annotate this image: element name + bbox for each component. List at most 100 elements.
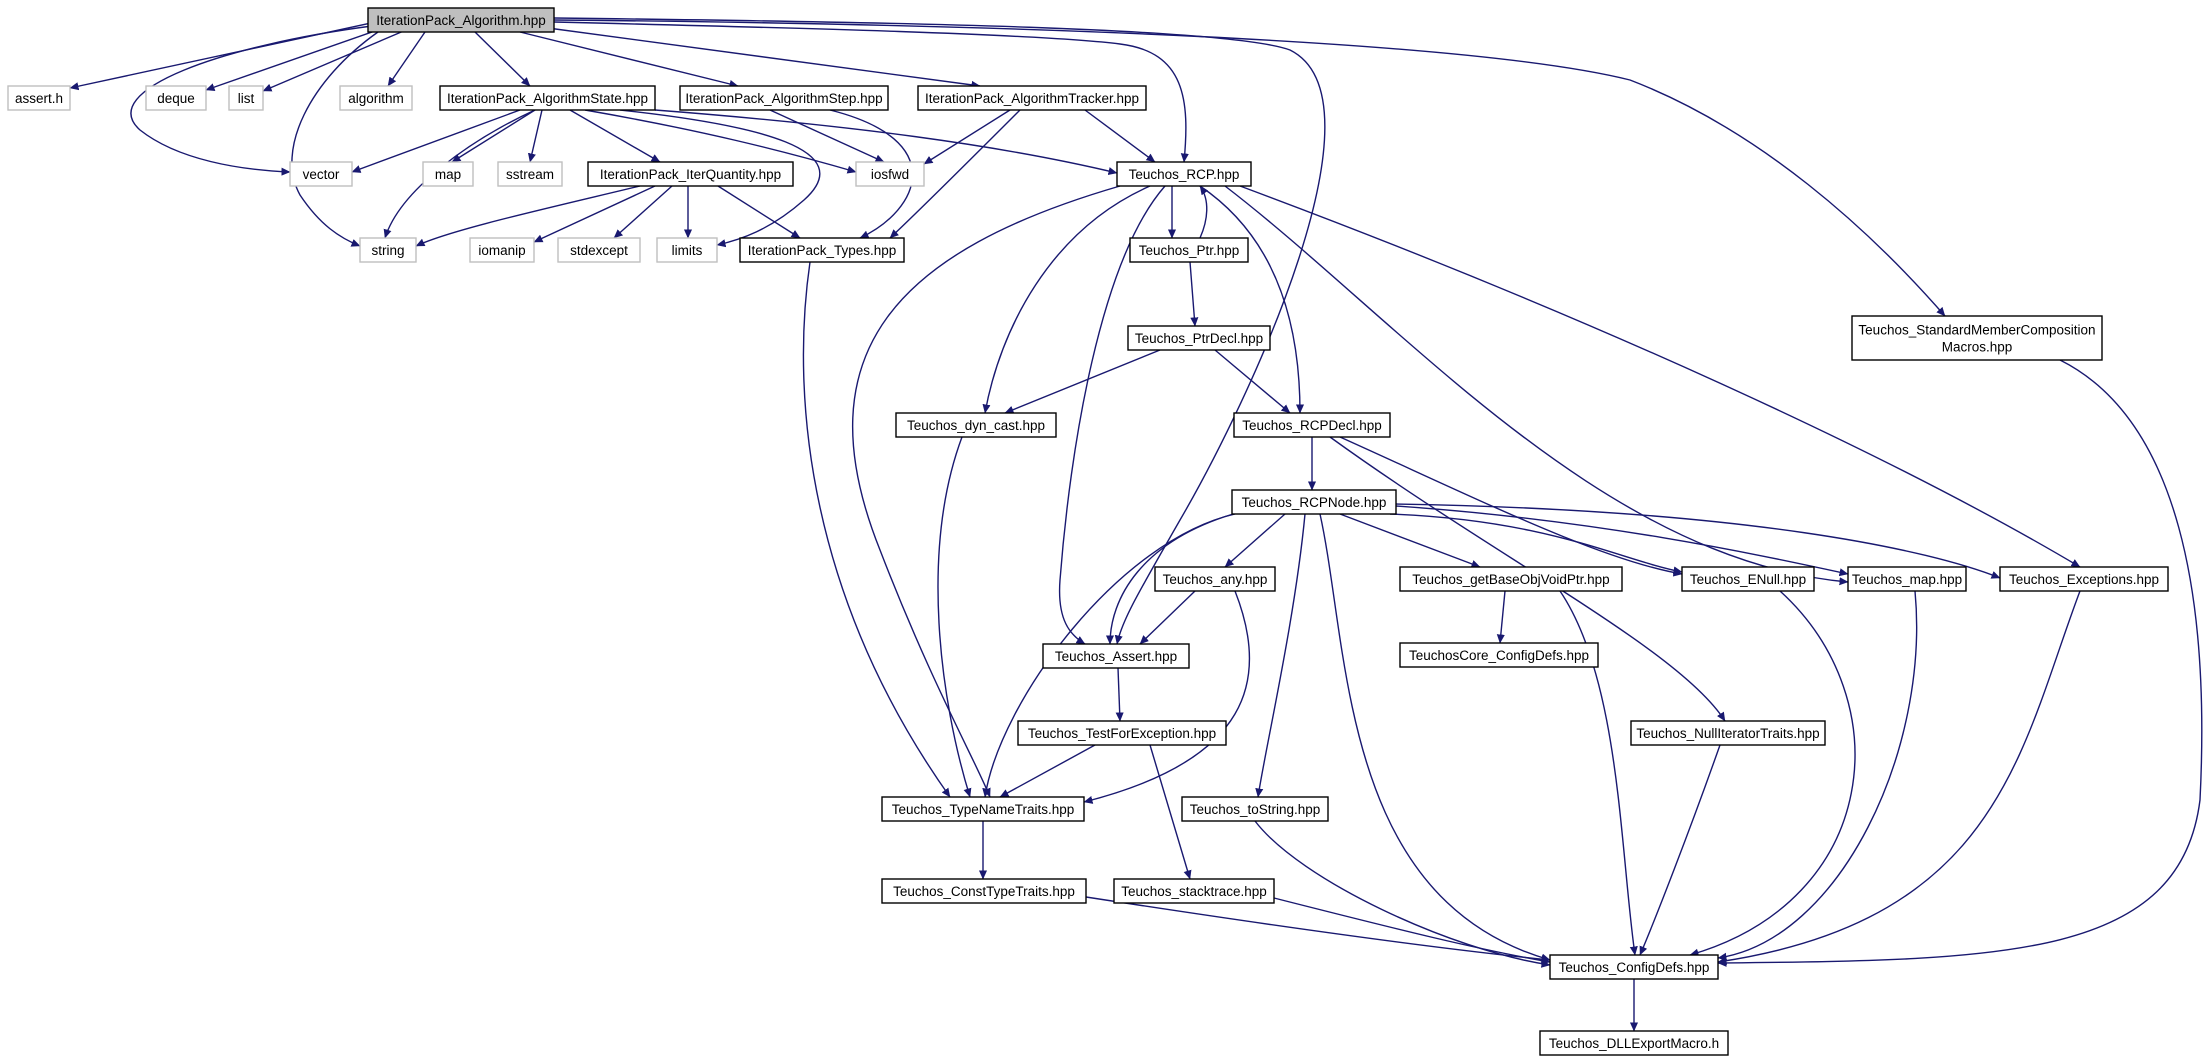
node-label: IterationPack_Algorithm.hpp bbox=[376, 13, 546, 28]
edge-rcpnode-to-getbase bbox=[1339, 513, 1481, 568]
node-assert[interactable]: Teuchos_Assert.hpp bbox=[1042, 643, 1190, 669]
node-tmap[interactable]: Teuchos_map.hpp bbox=[1847, 566, 1967, 592]
node-label: IterationPack_AlgorithmState.hpp bbox=[447, 91, 648, 106]
node-label: string bbox=[371, 243, 404, 258]
node-label: sstream bbox=[506, 167, 554, 182]
node-step[interactable]: IterationPack_AlgorithmStep.hpp bbox=[679, 85, 889, 111]
node-box bbox=[1999, 566, 2169, 592]
node-label: TeuchosCore_ConfigDefs.hpp bbox=[1409, 648, 1589, 663]
node-ptrdecl[interactable]: Teuchos_PtrDecl.hpp bbox=[1127, 325, 1271, 351]
node-label: IterationPack_Types.hpp bbox=[748, 243, 897, 258]
node-box bbox=[587, 161, 794, 187]
edge-stacktrace-to-configdefs bbox=[1273, 897, 1551, 965]
node-rcp[interactable]: Teuchos_RCP.hpp bbox=[1116, 161, 1252, 187]
node-iosfwd: iosfwd bbox=[855, 161, 925, 187]
node-label: Teuchos_Ptr.hpp bbox=[1139, 243, 1240, 258]
node-tracker[interactable]: IterationPack_AlgorithmTracker.hpp bbox=[917, 85, 1147, 111]
edge-root-to-assert bbox=[553, 17, 1326, 645]
node-any[interactable]: Teuchos_any.hpp bbox=[1154, 566, 1276, 592]
node-deque: deque bbox=[145, 85, 207, 111]
node-box bbox=[145, 85, 207, 111]
edge-state-to-limits bbox=[619, 109, 821, 248]
node-label: algorithm bbox=[348, 91, 404, 106]
edge-state-to-sstream bbox=[527, 109, 543, 163]
node-label: Teuchos_RCPNode.hpp bbox=[1242, 495, 1387, 510]
edge-tmap-to-configdefs bbox=[1717, 590, 1918, 961]
node-tostring[interactable]: Teuchos_toString.hpp bbox=[1181, 796, 1329, 822]
node-label: Teuchos_NullIteratorTraits.hpp bbox=[1636, 726, 1819, 741]
edge-root-to-tracker bbox=[547, 27, 981, 89]
node-typename[interactable]: Teuchos_TypeNameTraits.hpp bbox=[881, 796, 1085, 822]
node-assert_h: assert.h bbox=[7, 85, 71, 111]
edge-any-to-typename bbox=[1083, 590, 1251, 804]
node-box bbox=[1129, 237, 1249, 263]
edge-rcpnode-to-tostring bbox=[1255, 513, 1306, 798]
node-box bbox=[359, 237, 417, 263]
node-getbase[interactable]: Teuchos_getBaseObjVoidPtr.hpp bbox=[1399, 566, 1623, 592]
node-consttype[interactable]: Teuchos_ConstTypeTraits.hpp bbox=[881, 878, 1087, 904]
node-label: IterationPack_AlgorithmStep.hpp bbox=[685, 91, 882, 106]
node-box bbox=[1549, 954, 1719, 980]
node-dyncast[interactable]: Teuchos_dyn_cast.hpp bbox=[895, 412, 1057, 438]
node-enull[interactable]: Teuchos_ENull.hpp bbox=[1681, 566, 1815, 592]
node-types[interactable]: IterationPack_Types.hpp bbox=[739, 237, 905, 263]
node-box bbox=[1399, 566, 1623, 592]
edge-state-to-map bbox=[451, 109, 536, 163]
edge-root-to-list bbox=[262, 29, 407, 92]
edge-assert-to-testexc bbox=[1115, 667, 1124, 722]
edge-rcpdecl-to-nulliter bbox=[1329, 436, 1726, 722]
node-box bbox=[917, 85, 1147, 111]
node-box bbox=[1181, 796, 1329, 822]
edge-rcp-to-rcpdecl bbox=[1199, 185, 1305, 414]
edge-rcp-to-typename bbox=[851, 185, 1121, 798]
node-box bbox=[1399, 642, 1599, 668]
edge-root-to-smcm bbox=[553, 19, 1946, 317]
node-nulliter[interactable]: Teuchos_NullIteratorTraits.hpp bbox=[1630, 720, 1826, 746]
edge-tracker-to-rcp bbox=[1084, 109, 1156, 163]
node-smcm[interactable]: Teuchos_StandardMemberCompositionMacros.… bbox=[1851, 315, 2103, 361]
node-testexc[interactable]: Teuchos_TestForException.hpp bbox=[1017, 720, 1227, 746]
node-rcpdecl[interactable]: Teuchos_RCPDecl.hpp bbox=[1233, 412, 1391, 438]
node-list: list bbox=[228, 85, 264, 111]
node-configdefs[interactable]: Teuchos_ConfigDefs.hpp bbox=[1549, 954, 1719, 980]
node-ptr[interactable]: Teuchos_Ptr.hpp bbox=[1129, 237, 1249, 263]
node-label: Teuchos_toString.hpp bbox=[1190, 802, 1321, 817]
edge-nulliter-to-configdefs bbox=[1639, 744, 1721, 956]
node-label: Teuchos_any.hpp bbox=[1163, 572, 1268, 587]
node-dllexport[interactable]: Teuchos_DLLExportMacro.h bbox=[1539, 1030, 1729, 1056]
edge-ptrdecl-to-rcpdecl bbox=[1214, 349, 1291, 414]
node-stdexcept: stdexcept bbox=[557, 237, 641, 263]
node-label: Teuchos_Assert.hpp bbox=[1055, 649, 1177, 664]
node-iterq[interactable]: IterationPack_IterQuantity.hpp bbox=[587, 161, 794, 187]
edge-rcpnode-to-any bbox=[1224, 513, 1286, 568]
node-box bbox=[895, 412, 1057, 438]
node-stacktrace[interactable]: Teuchos_stacktrace.hpp bbox=[1113, 878, 1275, 904]
node-box bbox=[1233, 412, 1391, 438]
node-box bbox=[1847, 566, 1967, 592]
node-rcpnode[interactable]: Teuchos_RCPNode.hpp bbox=[1231, 489, 1397, 515]
node-label: assert.h bbox=[15, 91, 63, 106]
node-coreconfig[interactable]: TeuchosCore_ConfigDefs.hpp bbox=[1399, 642, 1599, 668]
edge-root-to-deque bbox=[205, 23, 396, 92]
node-root[interactable]: IterationPack_Algorithm.hpp bbox=[367, 7, 555, 33]
edge-root-to-string bbox=[291, 31, 379, 247]
edge-getbase-to-configdefs bbox=[1559, 590, 1638, 956]
node-box bbox=[1017, 720, 1227, 746]
edge-rcpnode-to-enull bbox=[1389, 513, 1683, 575]
edge-step-to-iosfwd bbox=[769, 109, 885, 163]
node-exceptions[interactable]: Teuchos_Exceptions.hpp bbox=[1999, 566, 2169, 592]
node-box bbox=[1539, 1030, 1729, 1056]
edge-dyncast-to-typename bbox=[937, 436, 972, 798]
node-box bbox=[469, 237, 535, 263]
node-label: IterationPack_AlgorithmTracker.hpp bbox=[925, 91, 1139, 106]
node-label: stdexcept bbox=[570, 243, 628, 258]
node-label: Teuchos_getBaseObjVoidPtr.hpp bbox=[1412, 572, 1609, 587]
node-state[interactable]: IterationPack_AlgorithmState.hpp bbox=[439, 85, 656, 111]
node-label: deque bbox=[157, 91, 195, 106]
node-label: Teuchos_Exceptions.hpp bbox=[2009, 572, 2159, 587]
node-box bbox=[7, 85, 71, 111]
edge-root-to-step bbox=[519, 31, 739, 88]
edge-state-to-iosfwd bbox=[584, 109, 857, 174]
node-box bbox=[881, 796, 1085, 822]
node-box bbox=[439, 85, 656, 111]
